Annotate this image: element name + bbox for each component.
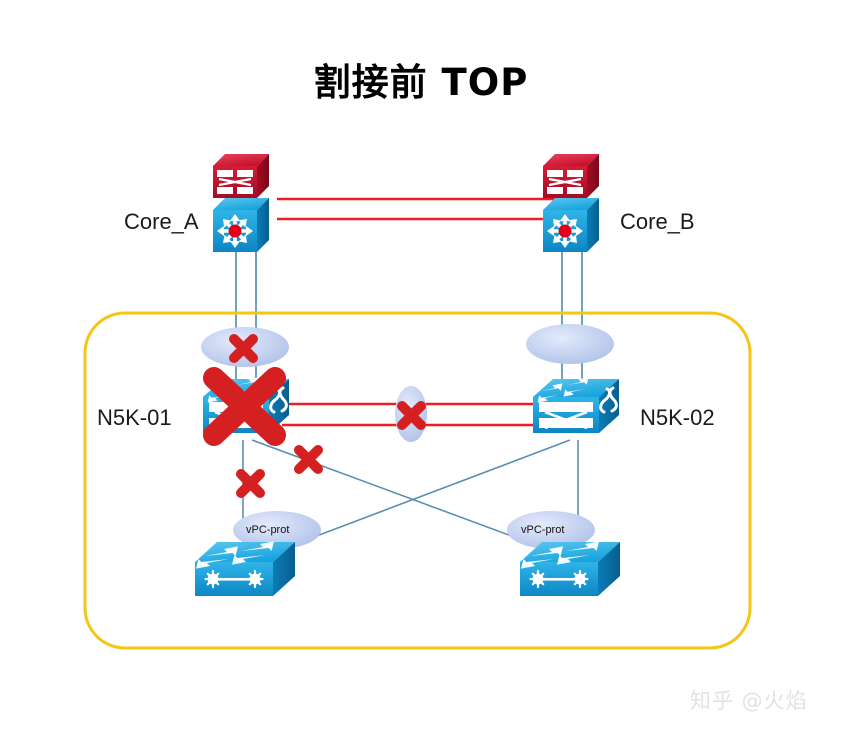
fault-x-downlink-cross: [294, 445, 323, 474]
device-n5k-02[interactable]: [531, 375, 621, 435]
cloud-label-vpc-prot-left: vPC-prot: [246, 524, 290, 536]
device-label-core-b: Core_B: [620, 209, 695, 234]
page-title: 割接前 TOP: [313, 61, 529, 104]
fault-marker-layer: [203, 334, 426, 498]
link-core-a-to-core-b: [277, 197, 556, 221]
cloud-vpc-prot-left: [233, 511, 321, 549]
cloud-label-vpc-prot-right: vPC-prot: [521, 524, 565, 536]
device-core-b[interactable]: [541, 152, 601, 254]
fault-x-peerlink: [397, 401, 426, 430]
device-core-a[interactable]: [211, 152, 271, 254]
cloud-vpc-prot-right: [507, 511, 595, 549]
watermark: 知乎 @火焰: [690, 689, 808, 713]
device-label-core-a: Core_A: [124, 209, 199, 234]
device-label-n5k-01: N5K-01: [97, 405, 172, 430]
cloud-uplink-right: [526, 324, 614, 364]
device-label-n5k-02: N5K-02: [640, 405, 715, 430]
vpc-domain-zone: [83, 311, 752, 650]
link-layer: [235, 197, 591, 566]
device-access-switch-01[interactable]: [193, 540, 297, 598]
fault-x-uplink-left: [229, 334, 258, 363]
fault-x-downlink-vertical: [236, 469, 265, 498]
device-access-switch-02[interactable]: [518, 540, 622, 598]
fault-x-n5k-01: [203, 367, 286, 446]
link-core-b-to-n5k-02: [561, 247, 583, 385]
